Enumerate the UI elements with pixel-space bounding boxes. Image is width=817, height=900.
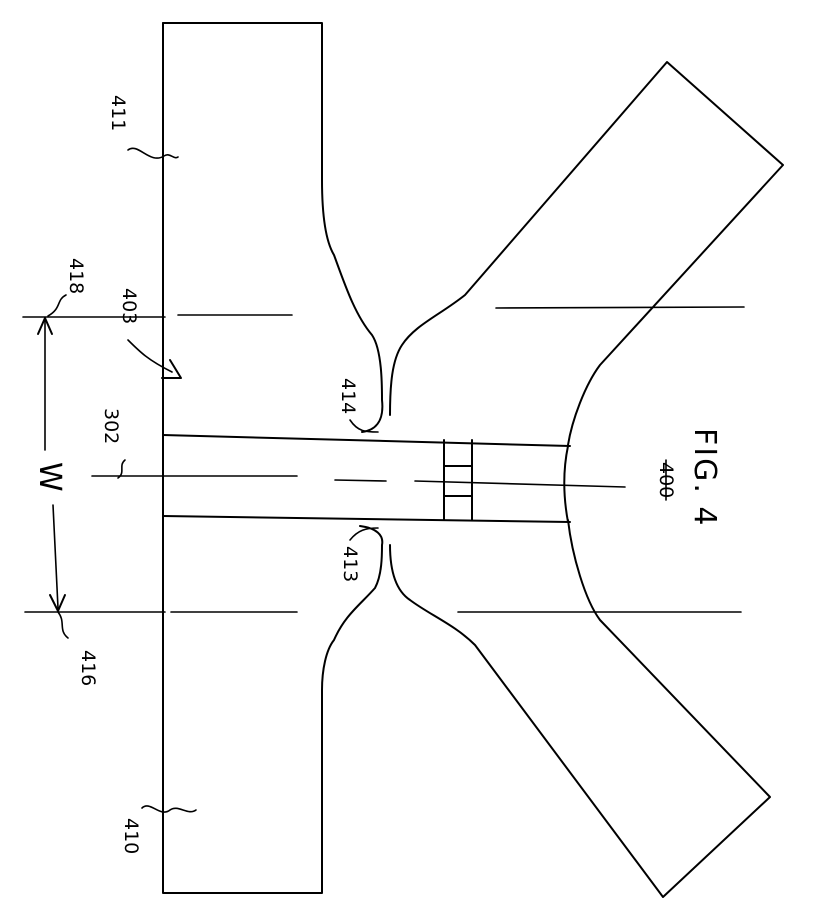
label-413: 413 (339, 546, 361, 582)
lower-branch-outline (389, 519, 771, 898)
leader-413 (349, 527, 379, 541)
dimension-arrow-bottom (49, 594, 66, 612)
centerline-right (414, 480, 626, 488)
label-302: 302 (100, 408, 122, 444)
leader-302 (117, 459, 126, 479)
dimension-line-lower (52, 504, 59, 609)
label-418: 418 (65, 258, 87, 294)
label-410: 410 (120, 818, 142, 854)
leader-416 (57, 611, 69, 639)
leader-403-arrow (161, 359, 182, 379)
leader-410 (141, 805, 197, 813)
leader-411 (127, 147, 179, 159)
main-body-outline (162, 22, 384, 433)
central-channel-top (162, 434, 571, 447)
figure-title: FIG. 4 (687, 428, 722, 528)
main-body-left-edge (162, 22, 323, 894)
label-416: 416 (77, 650, 99, 686)
leader-403 (127, 339, 173, 373)
centerline-dash (334, 479, 387, 482)
dimension-arrow-top (37, 317, 53, 335)
main-body-lower-contour (321, 525, 384, 691)
dimension-w-label: W (32, 462, 67, 494)
central-channel-bottom (162, 515, 571, 523)
ref-line-upper-right (495, 306, 745, 309)
channel-end-curve (563, 445, 569, 523)
upper-branch-outline (389, 61, 784, 446)
label-403: 403 (118, 288, 140, 324)
insert-block (443, 439, 473, 521)
leader-418 (47, 294, 67, 317)
leader-414 (349, 419, 379, 433)
label-414: 414 (337, 378, 359, 414)
label-411: 411 (107, 95, 129, 131)
